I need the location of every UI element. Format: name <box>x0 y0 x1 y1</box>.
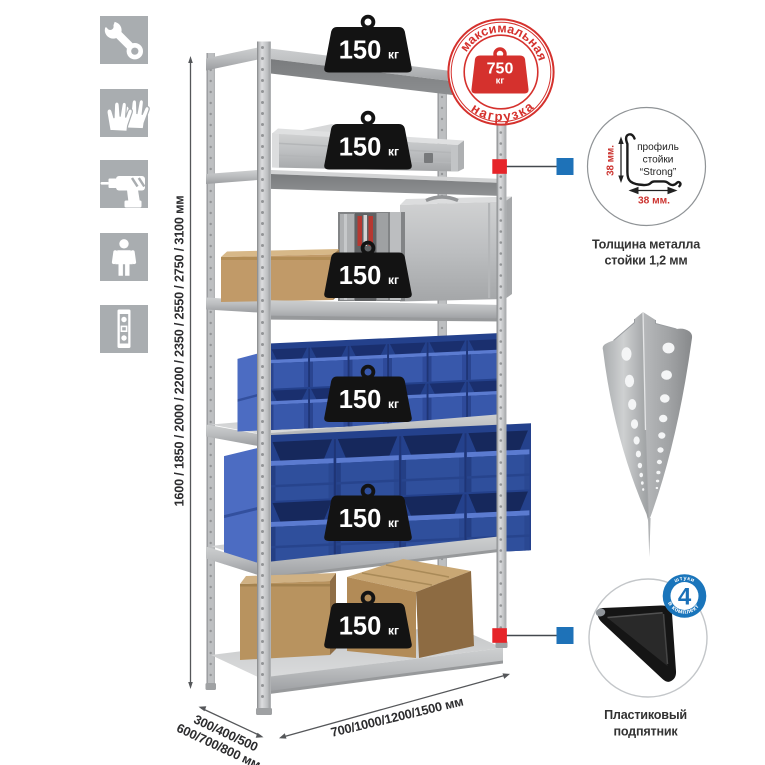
svg-text:кг: кг <box>388 624 399 638</box>
svg-text:1600 / 1850 / 2000 / 2200 / 23: 1600 / 1850 / 2000 / 2200 / 2350 / 2550 … <box>173 196 187 507</box>
svg-text:стойки 1,2 мм: стойки 1,2 мм <box>604 254 687 268</box>
svg-text:кг: кг <box>496 76 505 87</box>
svg-text:штуки: штуки <box>674 576 696 584</box>
svg-text:кг: кг <box>388 48 399 62</box>
svg-text:150: 150 <box>339 37 382 65</box>
svg-text:38 мм.: 38 мм. <box>606 145 617 176</box>
svg-text:кг: кг <box>388 397 399 411</box>
svg-text:4: 4 <box>678 584 692 611</box>
svg-text:кг: кг <box>388 145 399 159</box>
svg-text:Пластиковый: Пластиковый <box>604 708 687 722</box>
svg-text:750: 750 <box>487 61 514 78</box>
svg-text:150: 150 <box>339 262 382 290</box>
svg-text:150: 150 <box>339 505 382 533</box>
svg-text:кг: кг <box>388 516 399 530</box>
svg-text:Толщина металла: Толщина металла <box>592 238 701 252</box>
svg-text:150: 150 <box>339 386 382 414</box>
svg-text:“Strong”: “Strong” <box>640 167 676 178</box>
svg-text:подпятник: подпятник <box>613 725 678 739</box>
svg-text:38 мм.: 38 мм. <box>638 196 670 207</box>
svg-text:стойки: стойки <box>643 154 674 165</box>
svg-text:кг: кг <box>388 273 399 287</box>
svg-text:профиль: профиль <box>637 141 679 153</box>
svg-text:150: 150 <box>339 613 382 641</box>
svg-text:150: 150 <box>339 134 382 162</box>
